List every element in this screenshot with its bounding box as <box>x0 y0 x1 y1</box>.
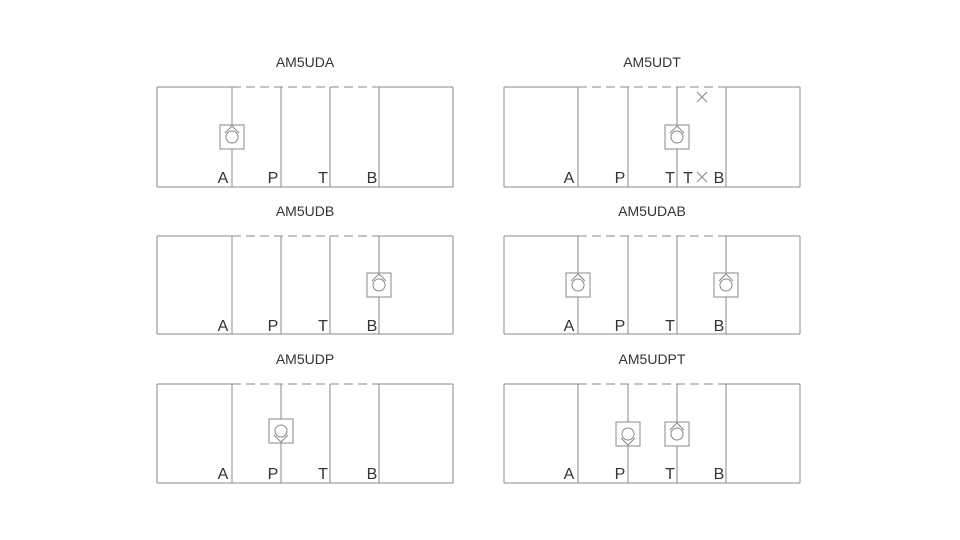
diagram-title: AM5UDAB <box>618 203 686 219</box>
port-label-t: T <box>318 170 328 187</box>
port-label-a: A <box>564 318 575 335</box>
port-label-b: B <box>367 318 378 335</box>
check-valve-icon <box>268 418 294 444</box>
check-valve-icon <box>713 272 739 298</box>
port-label-p: P <box>615 170 626 187</box>
port-label-t: T <box>665 466 675 483</box>
port-label-t: T <box>665 170 675 187</box>
diagram-am5udpt: AM5UDPT A P T B <box>503 351 801 484</box>
diagram-title: AM5UDT <box>623 54 681 70</box>
port-label-p: P <box>615 466 626 483</box>
check-valve-icon <box>664 124 690 150</box>
check-valve-icon <box>565 272 591 298</box>
blocked-port-cross-icon <box>696 171 708 183</box>
diagram-title: AM5UDB <box>276 203 334 219</box>
diagram-title: AM5UDP <box>276 351 334 367</box>
diagram-am5udab: AM5UDAB A P T B <box>503 203 801 335</box>
port-label-t: T <box>318 466 328 483</box>
diagram-am5uda: AM5UDA A P T B <box>156 54 454 188</box>
port-label-b: B <box>367 170 378 187</box>
check-valve-icon <box>615 421 641 447</box>
check-valve-icon <box>219 124 245 150</box>
port-label-p: P <box>615 318 626 335</box>
diagram-am5udt: AM5UDT A P T T B <box>503 54 801 188</box>
port-label-b: B <box>714 170 725 187</box>
port-label-a: A <box>218 318 229 335</box>
port-label-b: B <box>714 318 725 335</box>
port-label-b: B <box>367 466 378 483</box>
port-label-t: T <box>665 318 675 335</box>
port-label-a: A <box>564 170 575 187</box>
diagram-title: AM5UDPT <box>619 351 686 367</box>
diagram-title: AM5UDA <box>276 54 335 70</box>
diagram-am5udp: AM5UDP A P T B <box>156 351 454 484</box>
port-label-a: A <box>218 170 229 187</box>
port-label-p: P <box>268 170 279 187</box>
check-valve-icon <box>366 272 392 298</box>
blocked-port-cross-icon <box>696 91 708 103</box>
port-label-t: T <box>318 318 328 335</box>
port-label-t2: T <box>683 170 693 187</box>
diagram-am5udb: AM5UDB A P T B <box>156 203 454 335</box>
port-label-b: B <box>714 466 725 483</box>
port-label-p: P <box>268 318 279 335</box>
port-label-p: P <box>268 466 279 483</box>
check-valve-icon <box>664 421 690 447</box>
port-label-a: A <box>218 466 229 483</box>
port-label-a: A <box>564 466 575 483</box>
